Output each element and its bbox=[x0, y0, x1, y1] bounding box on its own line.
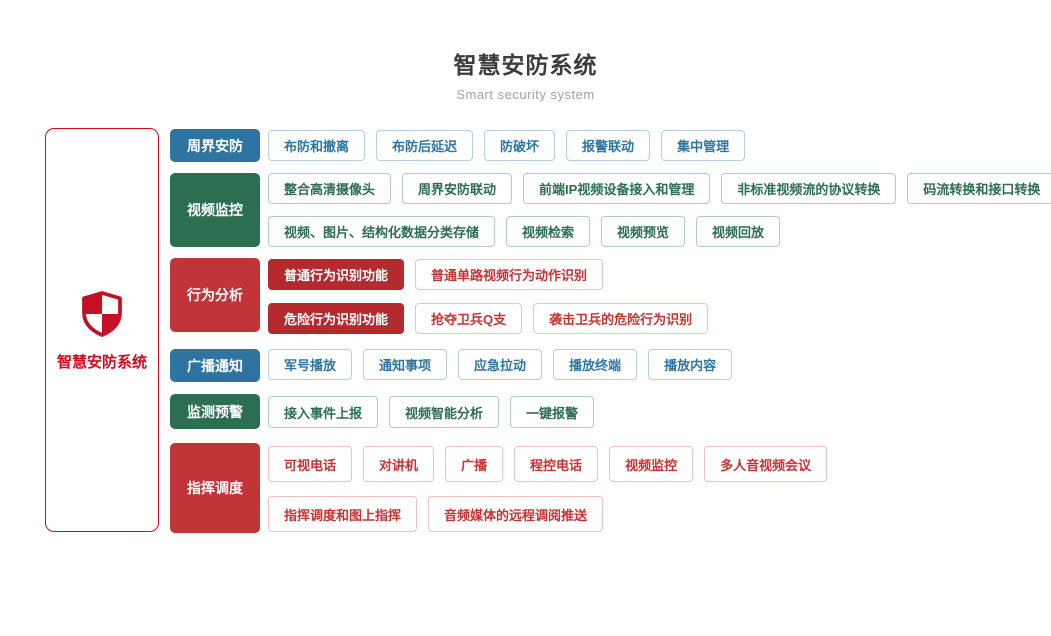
feature-item: 播放终端 bbox=[553, 349, 638, 380]
feature-item: 通知事项 bbox=[363, 349, 448, 380]
feature-row-dispatch-1: 可视电话对讲机广播程控电话视频监控多人音视频会议 bbox=[268, 446, 828, 482]
feature-item: 指挥调度和图上指挥 bbox=[268, 496, 418, 532]
root-card: 智慧安防系统 bbox=[45, 128, 159, 532]
feature-item: 视频检索 bbox=[506, 216, 591, 247]
feature-row-video-1: 整合高清摄像头周界安防联动前端IP视频设备接入和管理非标准视频流的协议转换码流转… bbox=[268, 173, 1051, 204]
shield-icon bbox=[78, 289, 126, 339]
category-command-dispatch: 指挥调度 bbox=[170, 443, 260, 533]
feature-row-dispatch-2: 指挥调度和图上指挥音频媒体的远程调阅推送 bbox=[268, 496, 604, 532]
page-title: 智慧安防系统 bbox=[453, 52, 598, 78]
feature-item: 集中管理 bbox=[661, 130, 746, 161]
category-monitoring-warning: 监测预警 bbox=[170, 394, 260, 429]
feature-item: 对讲机 bbox=[363, 446, 435, 482]
feature-item: 布防后延迟 bbox=[376, 130, 474, 161]
feature-row-video-2: 视频、图片、结构化数据分类存储视频检索视频预览视频回放 bbox=[268, 216, 781, 247]
feature-row-monitoring: 接入事件上报视频智能分析一键报警 bbox=[268, 396, 595, 428]
feature-item: 视频回放 bbox=[696, 216, 781, 247]
page-subtitle: Smart security system bbox=[456, 87, 595, 102]
feature-item: 音频媒体的远程调阅推送 bbox=[428, 496, 604, 532]
feature-item: 程控电话 bbox=[514, 446, 599, 482]
feature-item: 广播 bbox=[445, 446, 504, 482]
feature-item: 布防和撤离 bbox=[268, 130, 366, 161]
feature-item: 视频监控 bbox=[609, 446, 694, 482]
feature-row-perimeter: 布防和撤离布防后延迟防破坏报警联动集中管理 bbox=[268, 130, 746, 161]
feature-item: 视频、图片、结构化数据分类存储 bbox=[268, 216, 496, 247]
feature-item: 普通单路视频行为动作识别 bbox=[415, 259, 604, 290]
feature-item: 军号播放 bbox=[268, 349, 353, 380]
category-behavior-analysis: 行为分析 bbox=[170, 258, 260, 332]
feature-item: 周界安防联动 bbox=[402, 173, 513, 204]
category-broadcast-notice: 广播通知 bbox=[170, 349, 260, 382]
feature-item: 整合高清摄像头 bbox=[268, 173, 392, 204]
category-perimeter-security: 周界安防 bbox=[170, 129, 260, 162]
feature-row-behavior-1: 普通行为识别功能普通单路视频行为动作识别 bbox=[268, 259, 604, 290]
feature-item: 视频预览 bbox=[601, 216, 686, 247]
feature-item: 接入事件上报 bbox=[268, 396, 379, 428]
category-video-surveillance: 视频监控 bbox=[170, 173, 260, 247]
feature-item: 可视电话 bbox=[268, 446, 353, 482]
feature-item: 危险行为识别功能 bbox=[268, 303, 405, 334]
feature-item: 多人音视频会议 bbox=[704, 446, 828, 482]
feature-item: 报警联动 bbox=[566, 130, 651, 161]
feature-item: 应急拉动 bbox=[458, 349, 543, 380]
feature-item: 非标准视频流的协议转换 bbox=[721, 173, 897, 204]
feature-item: 抢夺卫兵Q支 bbox=[415, 303, 523, 334]
feature-item: 播放内容 bbox=[648, 349, 733, 380]
feature-item: 普通行为识别功能 bbox=[268, 259, 405, 290]
feature-row-broadcast: 军号播放通知事项应急拉动播放终端播放内容 bbox=[268, 349, 733, 380]
feature-item: 码流转换和接口转换 bbox=[907, 173, 1051, 204]
root-card-label: 智慧安防系统 bbox=[56, 353, 147, 371]
header: 智慧安防系统 Smart security system bbox=[0, 46, 1051, 102]
feature-item: 前端IP视频设备接入和管理 bbox=[523, 173, 711, 204]
feature-item: 袭击卫兵的危险行为识别 bbox=[533, 303, 709, 334]
feature-item: 一键报警 bbox=[510, 396, 595, 428]
feature-row-behavior-2: 危险行为识别功能抢夺卫兵Q支袭击卫兵的危险行为识别 bbox=[268, 303, 709, 334]
feature-item: 视频智能分析 bbox=[389, 396, 500, 428]
feature-item: 防破坏 bbox=[484, 130, 556, 161]
